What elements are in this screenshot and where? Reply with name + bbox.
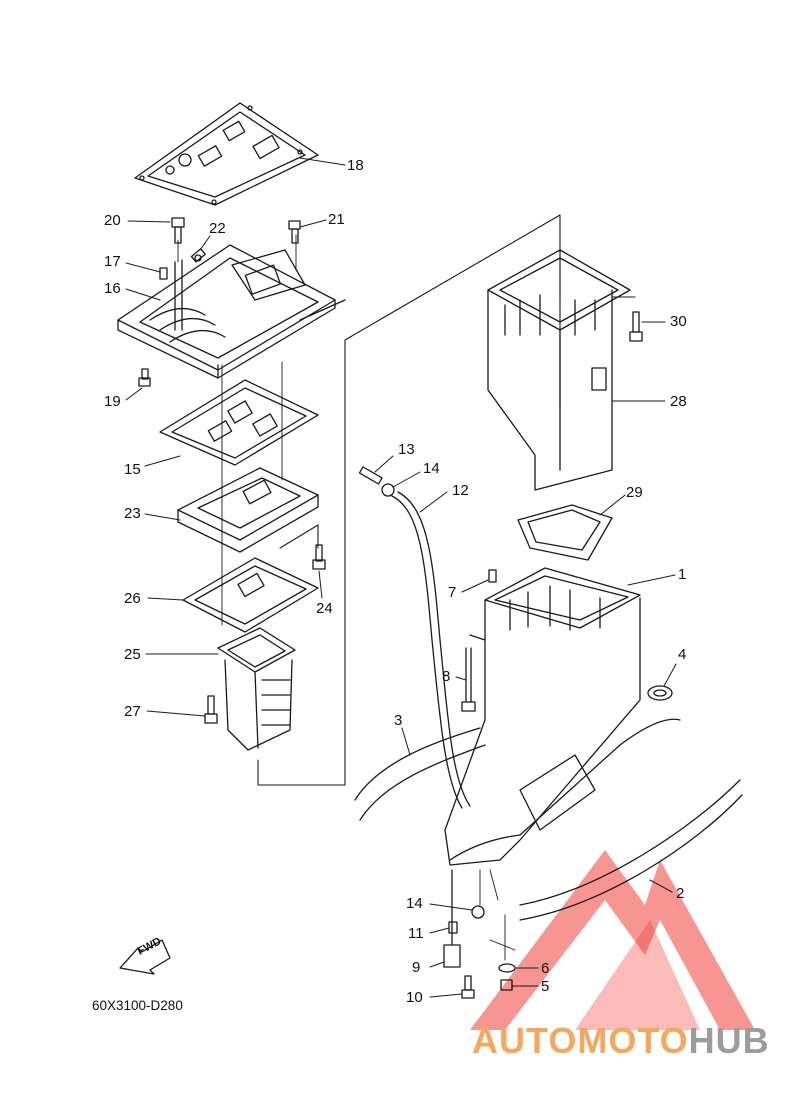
callout-1: 1 <box>678 566 687 583</box>
part-23-exhaust-plate <box>177 467 319 553</box>
watermark-text: AUTOMOTOHUB <box>472 1020 770 1062</box>
part-26-gasket <box>182 557 319 633</box>
part-12-hose <box>391 491 471 809</box>
callout-3: 3 <box>394 712 403 729</box>
callout-26: 26 <box>124 590 141 607</box>
part-24-bolt <box>312 544 326 570</box>
callout-4: 4 <box>678 646 687 663</box>
leader-lines <box>125 157 677 998</box>
callout-25: 25 <box>124 646 141 663</box>
part-7-dowel <box>488 569 497 583</box>
part-25-exhaust-guide <box>217 627 296 751</box>
callout-30: 30 <box>670 313 687 330</box>
part-14-clip-lower <box>471 905 485 919</box>
part-27-bolt <box>204 695 218 724</box>
callout-28: 28 <box>670 393 687 410</box>
part-4-grommet <box>647 685 673 701</box>
part-14-clip-upper <box>381 483 395 497</box>
callout-5: 5 <box>541 978 550 995</box>
part-5-bolt <box>500 979 513 991</box>
part-11-pin <box>448 921 458 934</box>
part-8-stud-bolt <box>461 647 476 712</box>
part-6-washer <box>498 963 516 973</box>
callout-6: 6 <box>541 960 550 977</box>
part-2-rubber-seal <box>519 779 743 921</box>
part-17-dowel <box>159 267 168 280</box>
part-9-water-pipe <box>443 869 461 968</box>
watermark-part2: HUB <box>688 1020 770 1061</box>
part-3-rubber-seal <box>354 727 486 821</box>
callout-7: 7 <box>448 584 457 601</box>
part-28-upper-case <box>487 249 631 491</box>
callout-10: 10 <box>406 989 423 1006</box>
callout-21: 21 <box>328 211 345 228</box>
callout-2: 2 <box>676 885 685 902</box>
callout-23: 23 <box>124 505 141 522</box>
fwd-arrow-icon <box>119 939 171 975</box>
part-18-gasket <box>134 102 319 206</box>
callout-11: 11 <box>408 925 424 942</box>
callout-17: 17 <box>104 253 121 270</box>
part-15-gasket <box>159 379 319 466</box>
part-22-fitting <box>190 248 206 263</box>
callout-19: 19 <box>104 393 121 410</box>
watermark-logo-icon <box>470 850 755 1030</box>
callout-8: 8 <box>442 668 451 685</box>
part-21-bolt <box>288 220 301 244</box>
callout-18: 18 <box>347 157 364 174</box>
part-13-nipple <box>358 466 383 485</box>
part-1-lower-casing <box>444 567 681 866</box>
callout-16: 16 <box>104 280 121 297</box>
alignment-lines <box>177 234 297 626</box>
callout-24: 24 <box>316 600 333 617</box>
callout-15: 15 <box>124 461 141 478</box>
part-16-upper-casing <box>117 244 346 379</box>
diagram-code: 60X3100-D280 <box>92 998 183 1013</box>
callout-22: 22 <box>209 220 226 237</box>
callout-14-upper: 14 <box>423 460 440 477</box>
callout-9: 9 <box>412 959 421 976</box>
callout-13: 13 <box>398 441 415 458</box>
part-30-bolt <box>629 311 643 342</box>
lower-guide-lines <box>479 869 516 961</box>
group-bracket-lines <box>257 214 636 786</box>
part-19-bolt <box>138 368 151 387</box>
callout-29: 29 <box>626 484 643 501</box>
part-20-bolt <box>171 217 185 244</box>
callout-20: 20 <box>104 212 121 229</box>
callout-27: 27 <box>124 703 141 720</box>
watermark-part1: AUTOMOTO <box>472 1020 689 1061</box>
part-29-seal <box>517 504 613 561</box>
callout-14-lower: 14 <box>406 895 423 912</box>
part-10-bolt <box>461 975 475 999</box>
callout-12: 12 <box>452 482 469 499</box>
